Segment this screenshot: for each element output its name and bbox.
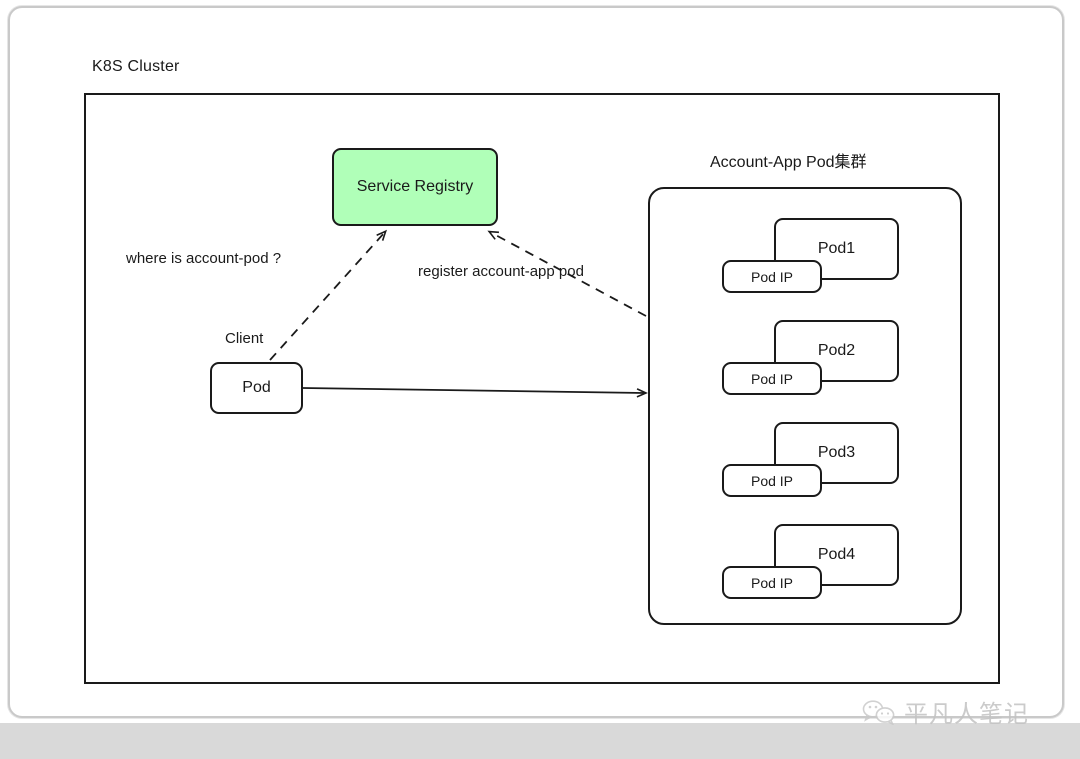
pod-unit[interactable]: Pod1 Pod IP bbox=[722, 218, 952, 320]
page-title: K8S Cluster bbox=[92, 58, 180, 75]
watermark-text: 平凡人笔记 bbox=[904, 700, 1029, 728]
pod-group-title: Account-App Pod集群 bbox=[710, 154, 867, 171]
bottom-bar bbox=[0, 723, 1080, 759]
wechat-icon bbox=[862, 699, 895, 725]
pod-unit[interactable]: Pod2 Pod IP bbox=[722, 320, 952, 422]
edge-label-query: where is account-pod ? bbox=[126, 250, 282, 267]
edge-label-register: register account-app pod bbox=[418, 263, 584, 280]
pod-unit[interactable]: Pod3 Pod IP bbox=[722, 422, 952, 524]
pod-ip-node[interactable]: Pod IP bbox=[722, 362, 822, 395]
client-caption: Client bbox=[225, 330, 264, 347]
pod-unit[interactable]: Pod4 Pod IP bbox=[722, 524, 952, 626]
account-app-pod-group: Pod1 Pod IP Pod2 Pod IP Pod3 Pod IP Pod4… bbox=[648, 187, 962, 625]
pod-ip-node[interactable]: Pod IP bbox=[722, 566, 822, 599]
pod-ip-node[interactable]: Pod IP bbox=[722, 464, 822, 497]
client-pod-node[interactable]: Pod bbox=[210, 362, 303, 414]
pod-ip-node[interactable]: Pod IP bbox=[722, 260, 822, 293]
service-registry-node[interactable]: Service Registry bbox=[332, 148, 498, 226]
watermark: 平凡人笔记 bbox=[862, 694, 1029, 729]
